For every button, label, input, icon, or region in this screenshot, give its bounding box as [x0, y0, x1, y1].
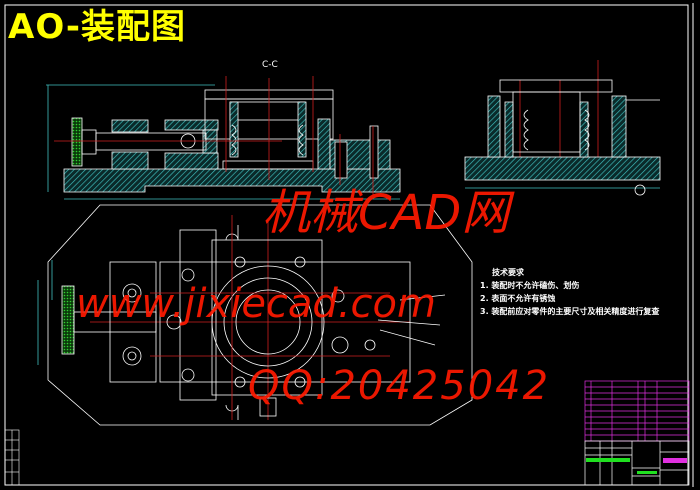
revision-table — [4, 429, 20, 486]
dimension-lines — [37, 84, 400, 365]
tech-req-item: 1. 装配时不允许磕伤、划伤 — [480, 281, 580, 290]
centerlines — [54, 60, 599, 420]
plan-centerlines — [150, 215, 390, 420]
technical-requirements: 技术要求 1. 装配时不允许磕伤、划伤 2. 表面不允许有锈蚀 3. 装配前应对… — [480, 266, 659, 318]
parts-list — [584, 380, 690, 442]
section-label: C-C — [262, 60, 278, 70]
plan-view — [47, 204, 473, 426]
tech-req-item: 3. 装配前应对零件的主要尺寸及相关精度进行复查 — [480, 307, 660, 316]
watermark-url: www.jixiecad.com — [76, 281, 436, 327]
drawing-title: AO-装配图 — [8, 7, 186, 47]
front-section-view — [63, 89, 401, 193]
watermark-qq: QQ:20425042 — [248, 363, 551, 409]
watermark-site-name: 机械CAD网 — [262, 185, 510, 241]
title-block — [584, 440, 690, 486]
sheet-border — [4, 3, 694, 487]
tech-req-heading: 技术要求 — [492, 268, 524, 277]
side-section-view — [464, 79, 661, 196]
tech-req-item: 2. 表面不允许有锈蚀 — [480, 294, 556, 303]
